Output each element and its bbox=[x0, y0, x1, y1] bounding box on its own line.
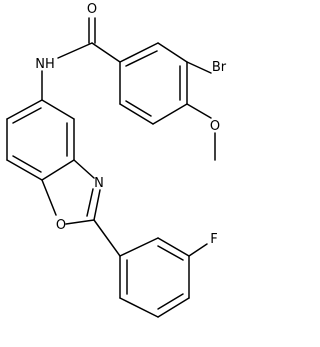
atom-labels: O NH Br O N O F bbox=[35, 2, 227, 247]
bond-carbonyl-ring bbox=[91, 42, 121, 63]
bond-ringA-5 bbox=[119, 103, 154, 125]
bond-n-c2-b bbox=[86, 188, 94, 217]
bond-ringB-3 bbox=[41, 159, 75, 181]
atom-o-oxazole: O bbox=[56, 218, 66, 233]
bond-ringA-1-inner bbox=[125, 50, 158, 67]
molecule-drawing: O NH Br O N O F bbox=[6, 2, 227, 318]
atom-n-oxazole: N bbox=[94, 176, 104, 191]
bond-o-c7a bbox=[41, 179, 57, 216]
bond-ringC-5 bbox=[119, 297, 159, 318]
bond-c2-o bbox=[65, 219, 95, 225]
atom-f: F bbox=[210, 232, 217, 247]
bond-c-ome bbox=[186, 103, 212, 119]
bond-ringA-1 bbox=[119, 42, 159, 63]
bond-ringB-6 bbox=[6, 99, 43, 120]
bond-n-c2-a bbox=[93, 189, 101, 221]
bond-ringC-4-inner bbox=[157, 293, 184, 310]
atom-o-methoxy: O bbox=[210, 119, 220, 134]
bond-ringC-2 bbox=[157, 237, 190, 257]
bond-ringA-5-inner bbox=[125, 100, 152, 117]
atom-br: Br bbox=[212, 60, 227, 75]
bond-c-br bbox=[186, 61, 212, 74]
bonds bbox=[6, 17, 216, 318]
atom-o-carbonyl: O bbox=[87, 2, 97, 17]
atom-nh: NH bbox=[35, 57, 55, 72]
bond-ringB-4 bbox=[6, 159, 43, 181]
bond-ringB-6-inner bbox=[12, 107, 42, 124]
bond-ringA-2 bbox=[157, 42, 188, 63]
bond-ringC-4 bbox=[157, 297, 190, 318]
bond-ringA-4 bbox=[152, 103, 188, 125]
bond-ringB-4-inner bbox=[12, 155, 42, 173]
bond-ringC-1 bbox=[119, 237, 159, 257]
bond-c-f bbox=[188, 243, 208, 257]
bond-ringC-2-inner bbox=[157, 245, 184, 261]
bond-ringB-1 bbox=[41, 99, 75, 120]
structure-canvas: O NH Br O N O F bbox=[6, 2, 227, 318]
bond-amide-cn bbox=[57, 42, 93, 59]
bond-c2-phenyl bbox=[93, 219, 121, 257]
bond-c-n-oxazole bbox=[73, 159, 95, 179]
